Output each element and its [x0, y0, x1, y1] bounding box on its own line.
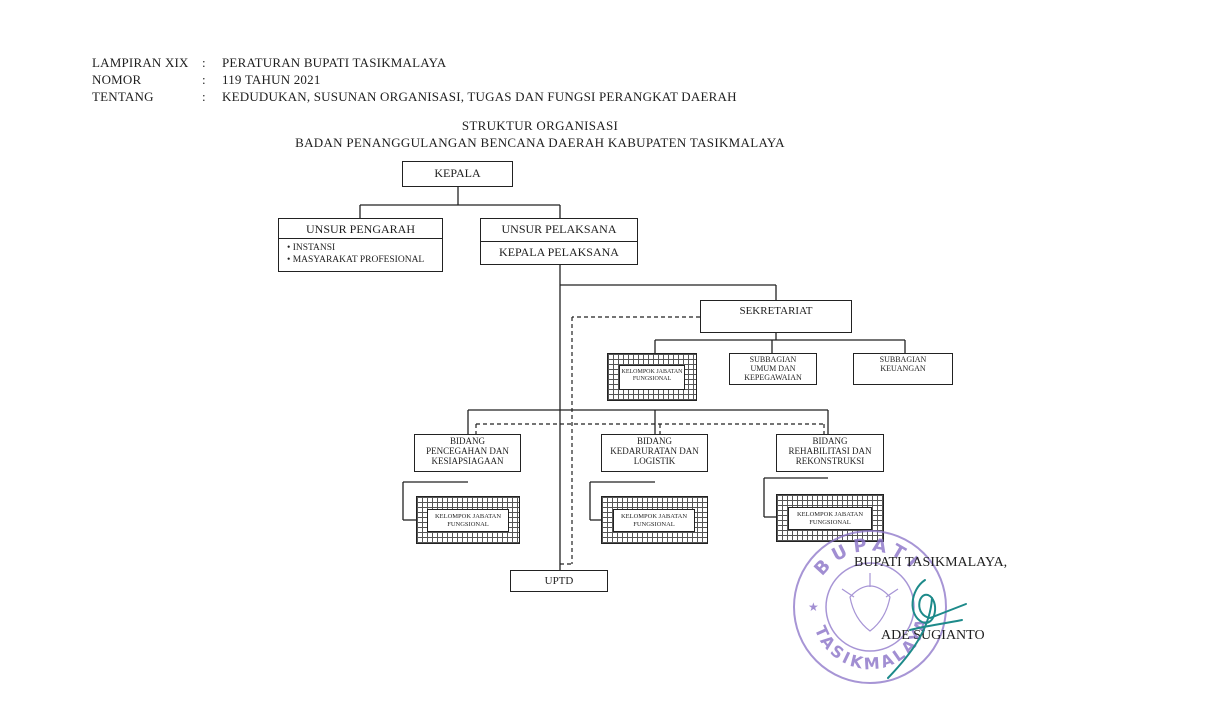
header-key: TENTANG: [92, 89, 154, 104]
unsur-pelaksana-box: UNSUR PELAKSANA KEPALA PELAKSANA: [480, 218, 638, 265]
kelompok-jabatan-label: KELOMPOK JABATAN FUNGSIONAL: [427, 509, 509, 532]
uptd-label: UPTD: [544, 575, 574, 587]
header-value: PERATURAN BUPATI TASIKMALAYA: [222, 55, 447, 70]
official-seal-stamp: BUPATI TASIKMALAYA ★: [793, 530, 947, 684]
unsur-pengarah-item: MASYARAKAT PROFESIONAL: [287, 254, 442, 266]
header-row-lampiran: LAMPIRAN XIX: PERATURAN BUPATI TASIKMALAY…: [92, 55, 446, 71]
subbagian-keuangan-line1: SUBBAGIAN: [879, 355, 927, 364]
header-key: NOMOR: [92, 72, 142, 87]
kelompok-jabatan-sekretariat: KELOMPOK JABATAN FUNGSIONAL: [607, 353, 697, 401]
kelompok-line1: KELOMPOK JABATAN: [620, 513, 688, 520]
header-sep: :: [202, 72, 206, 87]
subbagian-keuangan-box: SUBBAGIAN KEUANGAN: [853, 353, 953, 385]
bidang-rehabilitasi-box: BIDANG REHABILITASI DAN REKONSTRUKSI: [776, 434, 884, 472]
kelompok-line1: KELOMPOK JABATAN: [621, 369, 683, 375]
unsur-pengarah-box: UNSUR PENGARAH INSTANSI MASYARAKAT PROFE…: [278, 218, 443, 272]
kelompok-jabatan-bidang-3: KELOMPOK JABATAN FUNGSIONAL: [776, 494, 884, 542]
bidang-pencegahan-box: BIDANG PENCEGAHAN DAN KESIAPSIAGAAN: [414, 434, 521, 472]
header-key: LAMPIRAN XIX: [92, 55, 189, 70]
signature-name: ADE SUGIANTO: [881, 628, 985, 643]
subbagian-umum-line1: SUBBAGIAN: [749, 355, 797, 364]
kelompok-line2: FUNGSIONAL: [809, 519, 851, 526]
unsur-pengarah-list: INSTANSI MASYARAKAT PROFESIONAL: [279, 239, 442, 266]
signature-office: BUPATI TASIKMALAYA,: [854, 555, 1008, 570]
bidang-line1: BIDANG: [450, 436, 485, 446]
bidang-line1: BIDANG: [812, 436, 848, 446]
kelompok-jabatan-label: KELOMPOK JABATAN FUNGSIONAL: [613, 509, 695, 532]
subbagian-umum-line3: KEPEGAWAIAN: [744, 373, 802, 382]
kelompok-line1: KELOMPOK JABATAN: [434, 513, 502, 520]
bidang-line3: LOGISTIK: [633, 456, 676, 466]
kelompok-line2: FUNGSIONAL: [447, 521, 489, 528]
header-row-nomor: NOMOR: 119 TAHUN 2021: [92, 72, 321, 88]
bidang-line2: KEDARURATAN DAN: [610, 446, 699, 456]
kelompok-jabatan-bidang-1: KELOMPOK JABATAN FUNGSIONAL: [416, 496, 520, 544]
header-value: KEDUDUKAN, SUSUNAN ORGANISASI, TUGAS DAN…: [222, 89, 737, 104]
unsur-pengarah-title: UNSUR PENGARAH: [279, 219, 442, 239]
kelompok-jabatan-bidang-2: KELOMPOK JABATAN FUNGSIONAL: [601, 496, 708, 544]
handwritten-signature: [887, 579, 967, 679]
subbagian-umum-line2: UMUM DAN: [750, 364, 796, 373]
bidang-kedaruratan-box: BIDANG KEDARURATAN DAN LOGISTIK: [601, 434, 708, 472]
bidang-line2: REHABILITASI DAN: [788, 446, 872, 456]
kelompok-line1: KELOMPOK JABATAN: [796, 511, 864, 518]
header-value: 119 TAHUN 2021: [222, 72, 321, 87]
kelompok-jabatan-label: KELOMPOK JABATAN FUNGSIONAL: [788, 507, 872, 530]
header-row-tentang: TENTANG: KEDUDUKAN, SUSUNAN ORGANISASI, T…: [92, 89, 737, 105]
chart-title-line1: STRUKTUR ORGANISASI: [461, 118, 619, 133]
subbagian-umum-box: SUBBAGIAN UMUM DAN KEPEGAWAIAN: [729, 353, 817, 385]
bidang-line3: KESIAPSIAGAAN: [431, 456, 504, 466]
unsur-pelaksana-title: UNSUR PELAKSANA: [481, 219, 637, 242]
bidang-line3: REKONSTRUKSI: [795, 456, 865, 466]
subbagian-keuangan-line2: KEUANGAN: [880, 364, 926, 373]
bidang-line1: BIDANG: [637, 436, 672, 446]
kepala-label: KEPALA: [434, 166, 481, 180]
bidang-line2: PENCEGAHAN DAN: [426, 446, 509, 456]
header-sep: :: [202, 89, 206, 104]
kelompok-line2: FUNGSIONAL: [633, 521, 675, 528]
kelompok-line2: FUNGSIONAL: [632, 376, 672, 382]
unsur-pengarah-item: INSTANSI: [287, 242, 442, 254]
kelompok-jabatan-label: KELOMPOK JABATAN FUNGSIONAL: [619, 365, 685, 390]
sekretariat-label: SEKRETARIAT: [739, 305, 813, 317]
uptd-box: UPTD: [510, 570, 608, 592]
kepala-box: KEPALA: [402, 161, 513, 187]
chart-title-line2: BADAN PENANGGULANGAN BENCANA DAERAH KABU…: [295, 135, 785, 150]
header-sep: :: [202, 55, 206, 70]
sekretariat-box: SEKRETARIAT: [700, 300, 852, 333]
svg-text:★: ★: [808, 600, 819, 614]
kepala-pelaksana-label: KEPALA PELAKSANA: [499, 245, 619, 259]
